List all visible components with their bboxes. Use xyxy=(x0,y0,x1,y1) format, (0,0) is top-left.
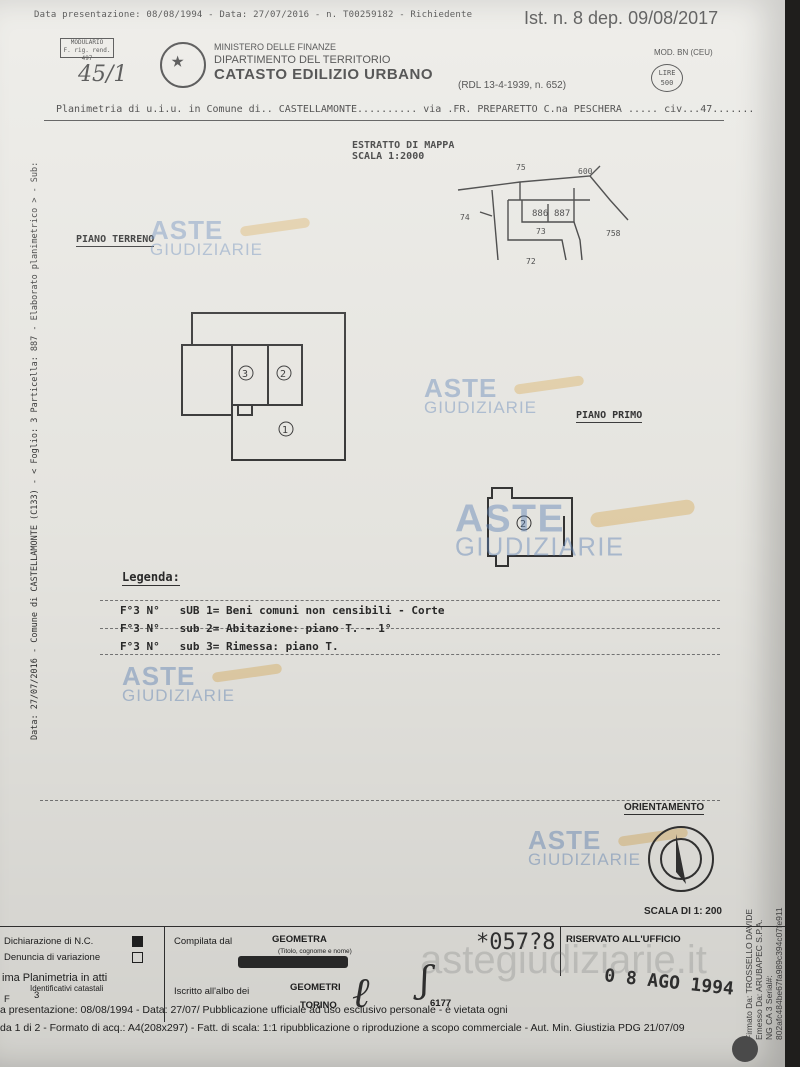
north-arrow-icon xyxy=(648,826,714,892)
compiler-hint: (Titolo, cognome e nome) xyxy=(278,948,352,955)
redacted-name xyxy=(238,956,348,968)
checkbox-declaration xyxy=(132,936,143,947)
model-code: MOD. BN (CEU) xyxy=(654,48,713,57)
map-extract-scale: SCALA 1:2000 xyxy=(352,151,425,162)
parcel-label: 73 xyxy=(536,227,546,236)
section-rule xyxy=(40,800,720,801)
parcel-label: 887 xyxy=(554,209,570,219)
header-divider xyxy=(44,120,724,121)
law-reference: (RDL 13-4-1939, n. 652) xyxy=(458,80,567,91)
map-extract-drawing: 75 600 74 886 887 73 758 72 xyxy=(457,163,629,266)
plan-address-line: Planimetria di u.i.u. in Comune di.. CAS… xyxy=(56,104,755,115)
ground-floor-plan: 3 2 1 xyxy=(181,312,346,461)
plan-scale: SCALA DI 1: 200 xyxy=(644,906,722,917)
modulario-stamp: MODULARIO F. rig. rend. 497 xyxy=(60,38,114,62)
publication-notice-1: a presentazione: 08/08/1994 - Data: 27/0… xyxy=(0,1004,508,1016)
sheet-f-label: F xyxy=(4,994,10,1005)
room-number: 2 xyxy=(280,369,286,380)
checkbox-variation xyxy=(132,952,143,963)
last-plan-label: ima Planimetria in atti xyxy=(2,972,108,984)
signature-scribble: ʃ xyxy=(420,960,430,1001)
side-reference-text: Data: 27/07/2016 - Comune di CASTELLAMON… xyxy=(30,161,40,740)
legend-row: F°3 N° sub 2= Abitazione: piano T. - 1° xyxy=(120,622,392,635)
compiler-role: GEOMETRA xyxy=(272,934,327,945)
legend-rule xyxy=(100,600,720,601)
parcel-label: 75 xyxy=(516,163,526,172)
legend-row: F°3 N° sUB 1= Beni comuni non censibili … xyxy=(120,604,445,617)
first-floor-plan: 2 xyxy=(487,487,573,567)
fee-stamp: LIRE 500 xyxy=(651,64,683,92)
protocol-stamp: *057?8 xyxy=(476,930,556,955)
room-number: 2 xyxy=(520,519,526,530)
reserved-office-label: RISERVATO ALL'UFFICIO xyxy=(566,934,681,945)
parcel-label: 758 xyxy=(606,229,621,238)
room-number: 1 xyxy=(282,425,288,436)
ground-floor-label: PIANO TERRENO xyxy=(76,234,155,247)
department-name: DIPARTIMENTO DEL TERRITORIO xyxy=(214,54,391,66)
footer-box xyxy=(0,926,785,1037)
legend-row: F°3 N° sub 3= Rimessa: piano T. xyxy=(120,640,339,653)
parcel-label: 74 xyxy=(460,213,470,222)
orientation-label: ORIENTAMENTO xyxy=(624,802,705,815)
province-value: TORINO xyxy=(300,1000,337,1011)
compiled-by-label: Compilata dal xyxy=(174,936,233,947)
register-value: GEOMETRI xyxy=(290,982,341,993)
identifiers-label: Identificativi catastali xyxy=(30,984,104,993)
corner-clip-icon xyxy=(732,1036,758,1062)
deposit-stamp: Ist. n. 8 dep. 09/08/2017 xyxy=(524,8,719,28)
map-extract-title: ESTRATTO DI MAPPA xyxy=(352,140,455,151)
document-title: CATASTO EDILIZIO URBANO xyxy=(214,66,433,83)
signature-scribble: ℓ xyxy=(352,968,370,1017)
website-watermark: astegiudiziarie.it xyxy=(420,938,707,982)
parcel-label: 72 xyxy=(526,257,536,266)
footer-divider xyxy=(164,926,165,1022)
legend-title: Legenda: xyxy=(122,570,180,586)
legend-rule xyxy=(100,654,720,655)
publication-notice-2: da 1 di 2 - Formato di acq.: A4(208x297)… xyxy=(0,1022,685,1034)
legend-rule xyxy=(100,628,720,629)
parcel-label: 600 xyxy=(578,167,593,176)
sheet-f-value: 3 xyxy=(34,990,40,1001)
parcel-label: 886 xyxy=(532,209,548,219)
register-label: Iscritto all'albo dei xyxy=(174,986,250,997)
ministry-name: MINISTERO DELLE FINANZE xyxy=(214,42,337,52)
variation-label: Denuncia di variazione xyxy=(4,952,101,963)
presentation-line: Data presentazione: 08/08/1994 - Data: 2… xyxy=(34,10,473,20)
declaration-label: Dichiarazione di N.C. xyxy=(4,936,94,947)
republic-emblem-icon xyxy=(160,42,206,88)
footer-divider xyxy=(560,926,561,976)
sheet-number: 45/1 xyxy=(78,62,128,87)
register-number: 6177 xyxy=(430,998,452,1009)
first-floor-label: PIANO PRIMO xyxy=(576,410,643,423)
room-number: 3 xyxy=(242,369,248,380)
